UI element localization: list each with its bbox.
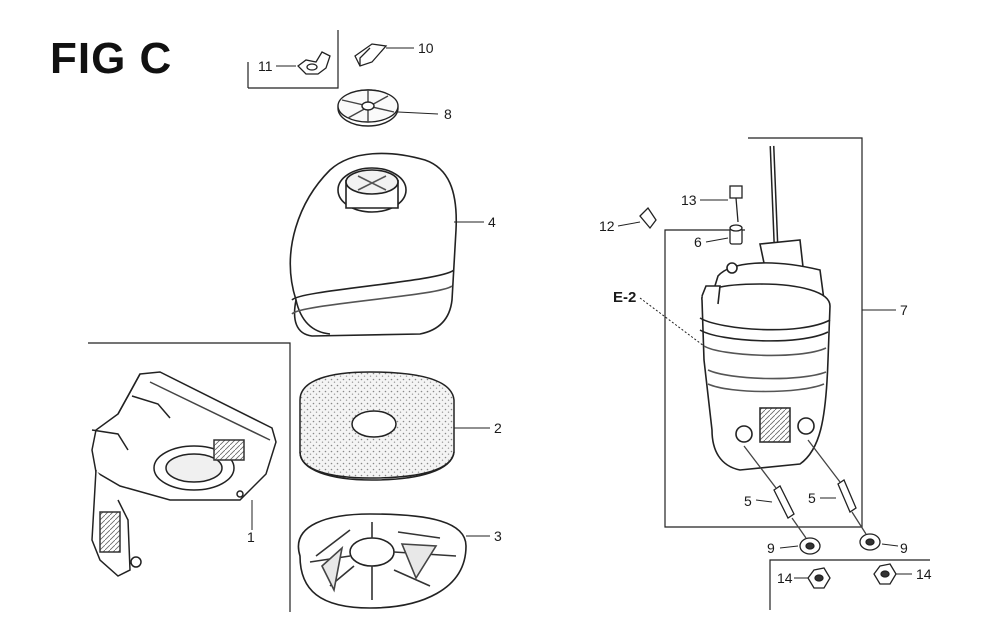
group-frame-lines <box>88 30 930 612</box>
callout-5-left: 5 <box>744 493 752 509</box>
reference-e2: E-2 <box>613 289 637 306</box>
callout-12: 12 <box>599 218 615 234</box>
callout-8: 8 <box>444 106 452 122</box>
leader-lines <box>251 47 912 579</box>
callout-2: 2 <box>494 420 502 436</box>
collar-part-6 <box>729 224 743 245</box>
clip-part-12 <box>639 206 657 230</box>
wing-nut-part-10 <box>354 43 388 67</box>
foam-element-part-2 <box>299 371 455 481</box>
callout-14-left: 14 <box>777 570 793 586</box>
cleaner-case-part-7 <box>699 145 831 471</box>
callout-9-left: 9 <box>767 540 775 556</box>
callout-11: 11 <box>258 58 273 74</box>
cleaner-cover-part-4 <box>289 152 458 337</box>
callout-6: 6 <box>694 234 702 250</box>
bolt-part-13 <box>729 185 743 223</box>
callout-14-right: 14 <box>916 566 932 582</box>
callout-3: 3 <box>494 528 502 544</box>
wing-nut-part-11 <box>297 51 331 75</box>
callout-13: 13 <box>681 192 697 208</box>
callout-9-right: 9 <box>900 540 908 556</box>
element-grid-part-3 <box>297 513 467 609</box>
callout-4: 4 <box>488 214 496 230</box>
callout-10: 10 <box>418 40 434 56</box>
nut-parts-9 <box>791 511 881 555</box>
figure-title: FIG C <box>50 34 173 83</box>
stud-parts-5 <box>743 439 857 519</box>
callout-7: 7 <box>900 302 908 318</box>
washer-plate-part-8 <box>337 89 399 127</box>
callout-5-right: 5 <box>808 490 816 506</box>
base-bracket-part-1 <box>91 371 277 577</box>
nut-parts-14 <box>807 563 897 589</box>
callout-1: 1 <box>247 529 255 545</box>
